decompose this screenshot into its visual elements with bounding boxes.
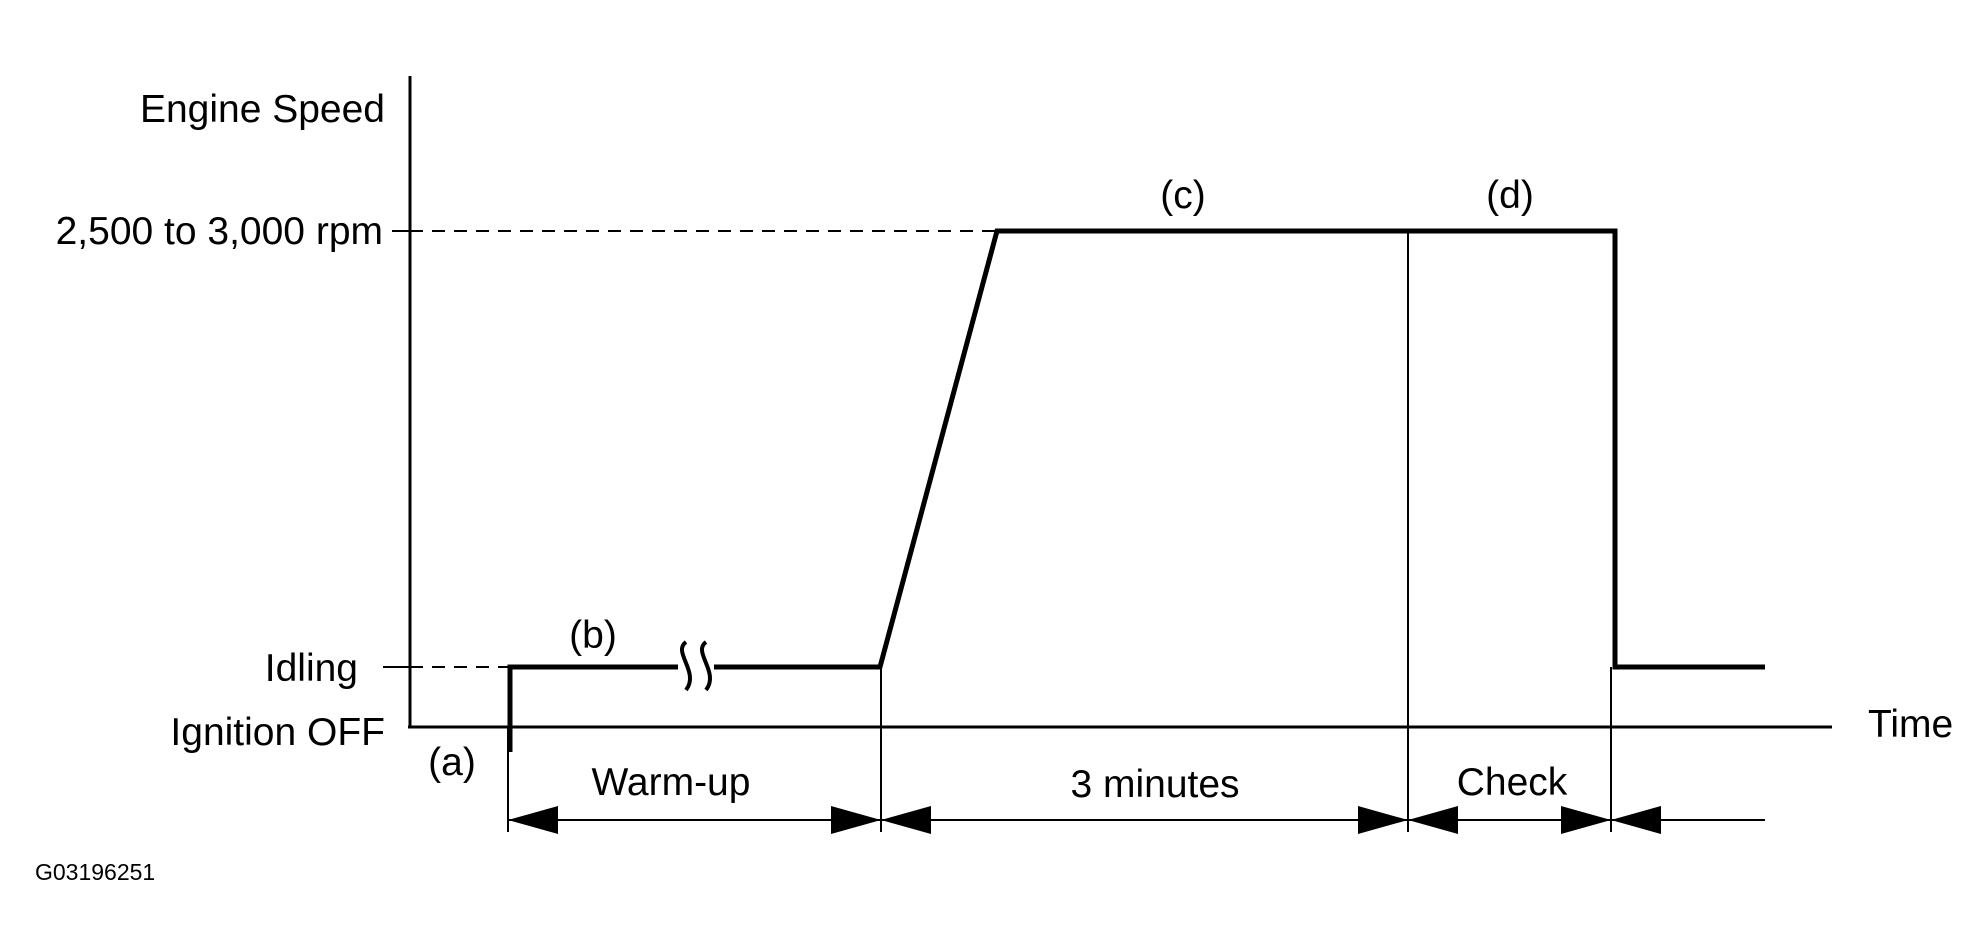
engine-speed-trace-main	[507, 664, 678, 752]
figure-id: G03196251	[35, 859, 155, 885]
warmup-interval-label: Warm-up	[592, 761, 751, 804]
arrowhead-check-left	[1408, 806, 1458, 834]
engine-speed-trace-cont	[714, 228, 1765, 670]
point-c-label: (c)	[1160, 174, 1205, 217]
arrowhead-three-min-left	[881, 806, 931, 834]
time-break-symbol	[680, 640, 713, 692]
arrowhead-check-right	[1561, 806, 1611, 834]
high-level-label: 2,500 to 3,000 rpm	[56, 210, 383, 253]
x-axis-label: Time	[1868, 703, 1953, 746]
idle-level-label: Idling	[265, 647, 358, 690]
arrowhead-warmup-left	[508, 806, 558, 834]
y-axis-label: Engine Speed	[140, 88, 385, 131]
three-minutes-interval-label: 3 minutes	[1070, 763, 1239, 806]
arrowhead-three-min-right	[1358, 806, 1408, 834]
point-a-label: (a)	[428, 741, 476, 784]
arrowhead-warmup-right	[831, 806, 881, 834]
arrowhead-after-check-left	[1611, 806, 1661, 834]
point-d-label: (d)	[1486, 174, 1534, 217]
point-b-label: (b)	[569, 614, 617, 657]
check-interval-label: Check	[1457, 761, 1568, 804]
ignition-off-label: Ignition OFF	[170, 711, 385, 754]
